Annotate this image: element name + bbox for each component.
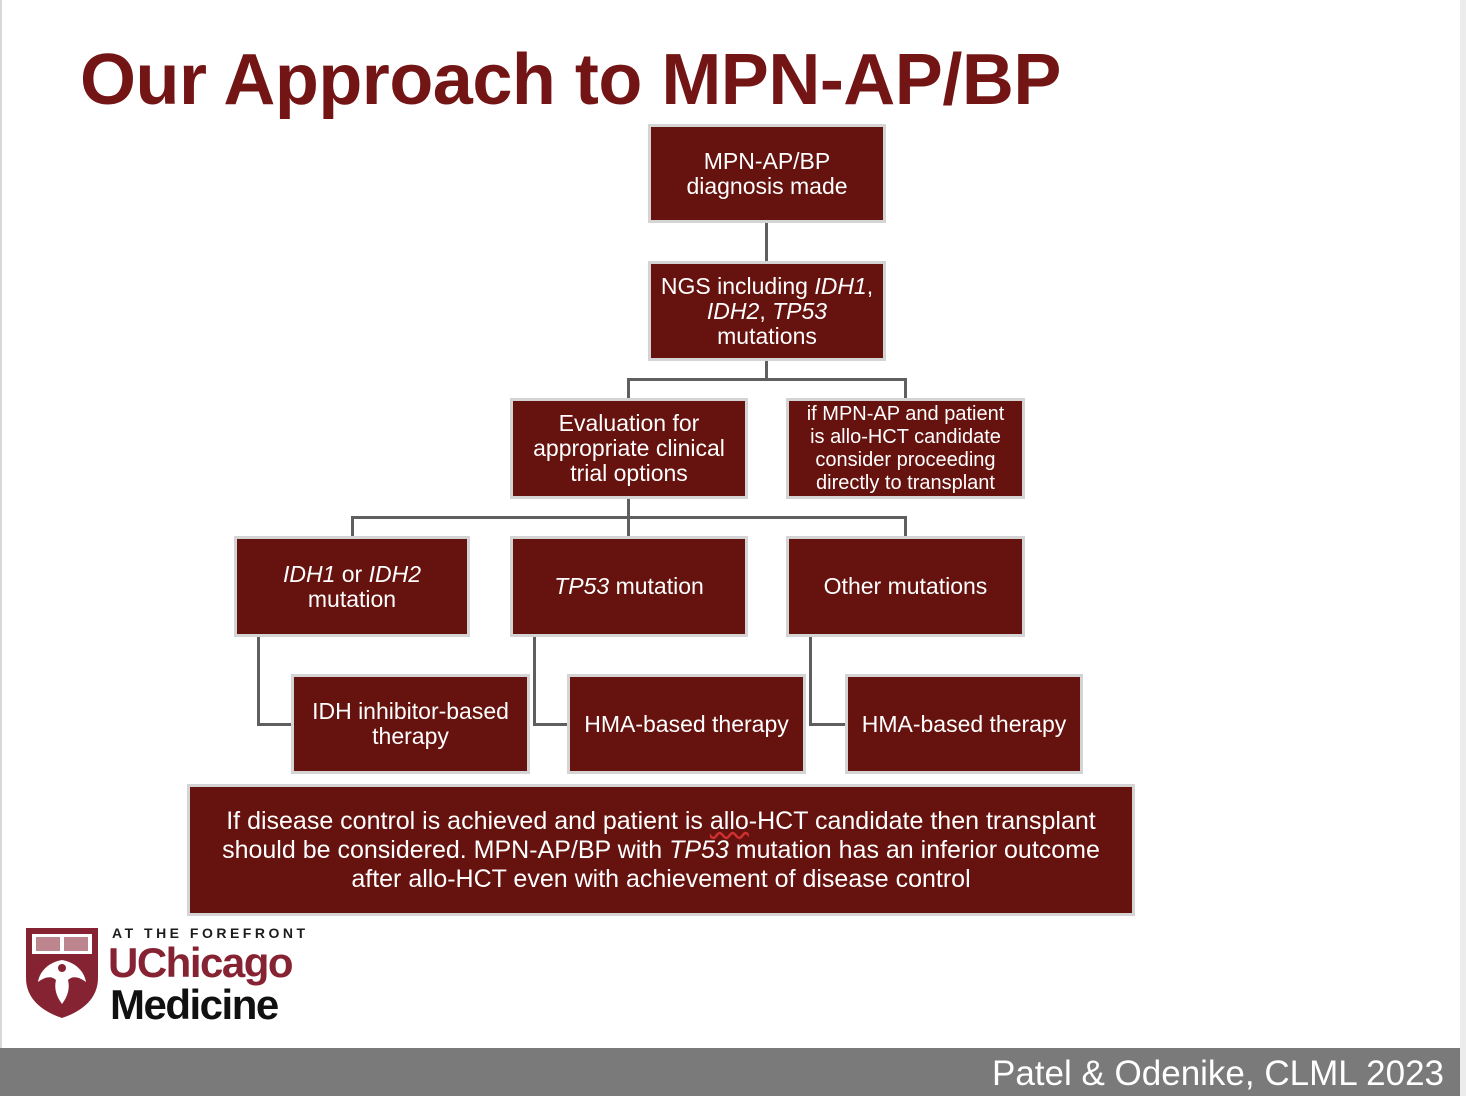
slide-title: Our Approach to MPN-AP/BP (80, 40, 1061, 120)
idh-or: or (335, 560, 369, 587)
conclusion-line3: after allo-HCT even with achievement of … (351, 864, 971, 893)
hma-therapy-other-label: HMA-based therapy (861, 710, 1067, 737)
evaluation-line2: appropriate clinical (533, 435, 725, 461)
connector-tp53-right (533, 723, 569, 726)
logo-medicine: Medicine (110, 981, 279, 1028)
diagnosis-line2: diagnosis made (686, 172, 848, 199)
connector-ngs-to-evaluation (627, 378, 630, 400)
evaluation-line3: trial options (570, 460, 688, 486)
transplant-line1: if MPN-AP and patient (806, 402, 1005, 425)
ngs-box: NGS including IDH1, IDH2, TP53 mutations (648, 261, 886, 361)
conclusion-line1-a: If disease control is achieved and patie… (226, 806, 710, 835)
idh-therapy-line1: IDH inhibitor-based (312, 698, 509, 724)
transplant-line2: is allo-HCT candidate (810, 425, 1001, 448)
tp53-gene: TP53 (554, 573, 610, 599)
ngs-comma2: , (759, 297, 773, 324)
conclusion-box: If disease control is achieved and patie… (187, 784, 1135, 916)
diagnosis-line1: MPN-AP/BP (703, 147, 831, 174)
ngs-suffix: mutations (717, 322, 817, 349)
connector-idh-right (257, 723, 293, 726)
transplant-line4: directly to transplant (816, 471, 995, 494)
tp53-suffix: mutation (609, 573, 704, 599)
connector-other-down (809, 636, 812, 726)
idh-mutation-line2: mutation (307, 585, 397, 612)
connector-to-tp53 (627, 516, 630, 538)
conclusion-line2-b: mutation has an inferior outcome (728, 835, 1100, 864)
idh-therapy-line2: therapy (372, 723, 449, 749)
hma-therapy-other-box: HMA-based therapy (845, 674, 1083, 774)
logo-tagline: AT THE FOREFRONT (112, 925, 309, 941)
conclusion-line2-a: should be considered. MPN-AP/BP with (222, 835, 670, 864)
transplant-line3: consider proceeding (815, 448, 996, 471)
ngs-gene-idh2: IDH2 (706, 297, 760, 324)
diagnosis-box: MPN-AP/BP diagnosis made (648, 124, 886, 223)
slide-right-edge (1460, 0, 1466, 1096)
ngs-prefix: NGS including (660, 272, 815, 299)
tp53-mutation-box: TP53 mutation (510, 536, 748, 637)
connector-ngs-to-transplant (904, 378, 907, 400)
evaluation-box: Evaluation for appropriate clinical tria… (510, 398, 748, 499)
ngs-gene-tp53: TP53 (772, 297, 828, 324)
citation: Patel & Odenike, CLML 2023 (991, 1054, 1444, 1093)
uchicago-shield-icon (26, 928, 98, 1018)
other-mutations-label: Other mutations (823, 573, 988, 599)
connector-to-idh (351, 516, 354, 538)
evaluation-line1: Evaluation for (558, 410, 700, 436)
connector-tp53-down (533, 636, 536, 726)
hma-therapy-tp53-label: HMA-based therapy (584, 710, 789, 737)
slide-left-edge (0, 0, 2, 1050)
connector-diagnosis-ngs (765, 222, 768, 262)
conclusion-line1-b: allo (709, 806, 749, 835)
connector-evaluation-stem (627, 498, 630, 518)
ngs-comma1: , (866, 272, 874, 299)
idh-mutation-box: IDH1 or IDH2 mutation (234, 536, 470, 637)
ngs-gene-idh1: IDH1 (814, 272, 867, 299)
idh-gene2: IDH2 (368, 560, 422, 587)
connector-other-right (809, 723, 847, 726)
connector-ngs-bar (627, 378, 907, 381)
logo-uchicago: UChicago (108, 939, 294, 986)
connector-to-other (904, 516, 907, 538)
other-mutations-box: Other mutations (786, 536, 1025, 637)
hma-therapy-tp53-box: HMA-based therapy (567, 674, 806, 774)
conclusion-line1-c: -HCT candidate then transplant (748, 806, 1096, 835)
transplant-direct-box: if MPN-AP and patient is allo-HCT candid… (786, 398, 1025, 499)
idh-gene1: IDH1 (282, 560, 336, 587)
idh-therapy-box: IDH inhibitor-based therapy (291, 674, 530, 774)
conclusion-line2-gene: TP53 (669, 835, 729, 864)
connector-idh-down (257, 636, 260, 726)
connector-ngs-stem (765, 360, 768, 380)
footer-bar: Patel & Odenike, CLML 2023 (0, 1048, 1460, 1096)
